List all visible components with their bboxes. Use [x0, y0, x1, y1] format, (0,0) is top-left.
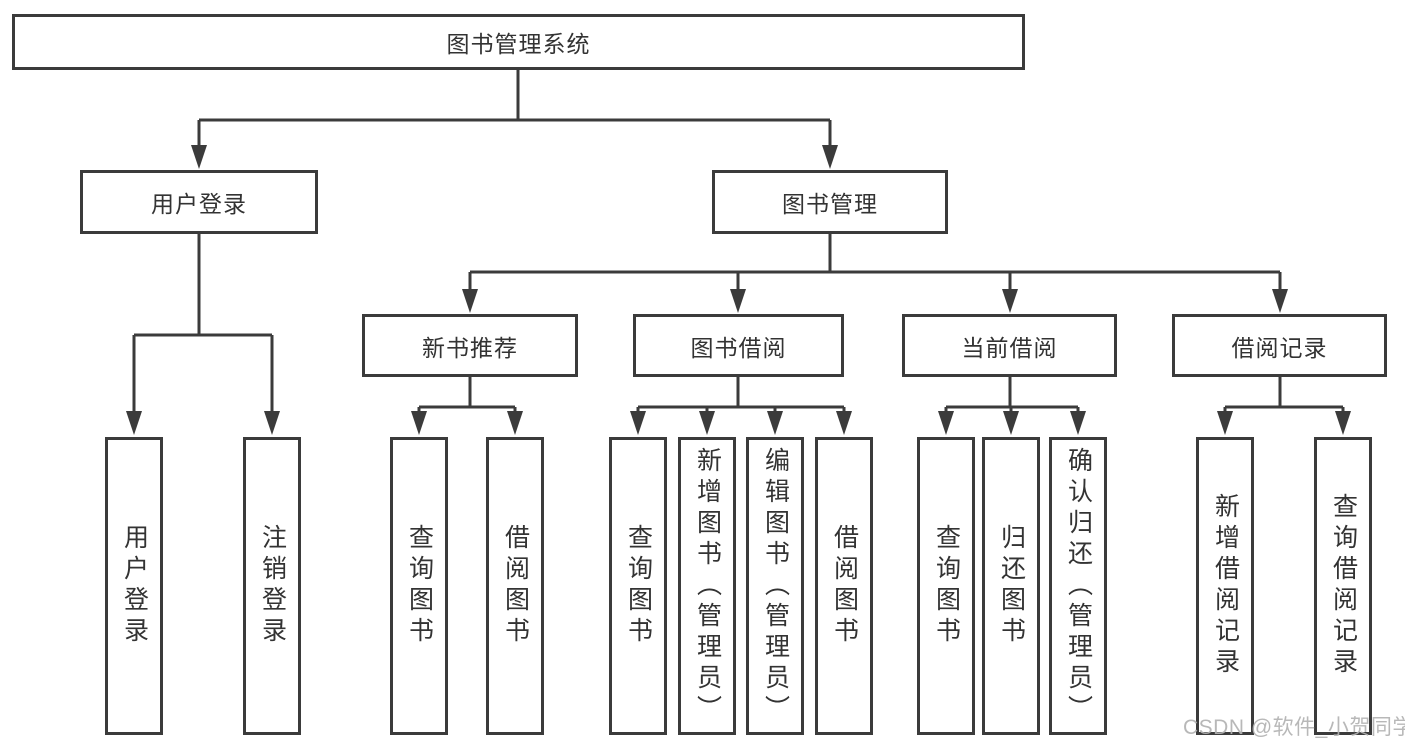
arrow-down-icon: [1217, 411, 1233, 435]
watermark: CSDN @软件_小贺同学: [1183, 716, 1405, 739]
connector-current-borrow: [938, 377, 1086, 435]
node-label: 用户登录: [151, 191, 247, 217]
node-leaf-logout-login: 注销登录: [243, 437, 301, 735]
node-book-management: 图书管理: [712, 170, 948, 234]
connector-root: [191, 70, 838, 169]
node-new-book-recommend: 新书推荐: [362, 314, 578, 377]
node-user-login: 用户登录: [80, 170, 318, 234]
arrow-down-icon: [264, 411, 280, 435]
node-root: 图书管理系统: [12, 14, 1025, 70]
node-label: 归还图书: [997, 524, 1026, 648]
arrow-down-icon: [462, 289, 478, 313]
arrow-down-icon: [1335, 411, 1351, 435]
arrow-down-icon: [630, 411, 646, 435]
node-label: 查询图书: [405, 524, 434, 648]
node-label: 编辑图书（管理员）: [761, 446, 790, 726]
arrow-down-icon: [699, 411, 715, 435]
node-label: 借阅图书: [501, 524, 530, 648]
node-label: 确认归还（管理员）: [1064, 446, 1093, 726]
node-leaf-query-borrow-record: 查询借阅记录: [1314, 437, 1372, 735]
connector-book-borrow: [630, 377, 852, 435]
arrow-down-icon: [938, 411, 954, 435]
node-label: 图书管理系统: [446, 31, 591, 57]
node-label: 图书管理: [782, 191, 878, 217]
node-label: 图书借阅: [690, 334, 787, 361]
node-label: 新书推荐: [422, 334, 518, 361]
node-label: 用户登录: [120, 524, 149, 648]
connector-borrow-records: [1217, 377, 1351, 435]
arrow-down-icon: [191, 145, 207, 169]
node-label: 借阅记录: [1231, 334, 1328, 361]
node-leaf-user-login: 用户登录: [105, 437, 163, 735]
arrow-down-icon: [126, 411, 142, 435]
node-label: 新增图书（管理员）: [693, 446, 722, 726]
node-leaf-add-book-admin: 新增图书（管理员）: [678, 437, 736, 735]
connector-user-login: [126, 234, 280, 435]
arrow-down-icon: [1272, 289, 1288, 313]
node-label: 查询图书: [932, 524, 961, 648]
arrow-down-icon: [836, 411, 852, 435]
node-book-borrow: 图书借阅: [633, 314, 844, 377]
node-label: 注销登录: [258, 524, 287, 648]
node-current-borrow: 当前借阅: [902, 314, 1117, 377]
node-label: 查询借阅记录: [1329, 493, 1358, 679]
node-leaf-query-books-current: 查询图书: [917, 437, 975, 735]
arrow-down-icon: [1070, 411, 1086, 435]
connector-book-management: [462, 234, 1288, 313]
node-leaf-borrow-books-recommend: 借阅图书: [486, 437, 544, 735]
node-leaf-query-books-borrow: 查询图书: [609, 437, 667, 735]
node-label: 当前借阅: [961, 334, 1058, 361]
node-leaf-add-borrow-record: 新增借阅记录: [1196, 437, 1254, 735]
connector-new-book-recommend: [411, 377, 523, 435]
node-label: 新增借阅记录: [1211, 493, 1240, 679]
arrow-down-icon: [507, 411, 523, 435]
node-leaf-confirm-return-admin: 确认归还（管理员）: [1049, 437, 1107, 735]
node-label: 查询图书: [624, 524, 653, 648]
node-leaf-borrow-books: 借阅图书: [815, 437, 873, 735]
arrow-down-icon: [1002, 289, 1018, 313]
node-leaf-query-books-recommend: 查询图书: [390, 437, 448, 735]
arrow-down-icon: [411, 411, 427, 435]
node-label: 借阅图书: [830, 524, 859, 648]
arrow-down-icon: [822, 145, 838, 169]
arrow-down-icon: [767, 411, 783, 435]
arrow-down-icon: [1003, 411, 1019, 435]
node-leaf-return-book: 归还图书: [982, 437, 1040, 735]
node-borrow-records: 借阅记录: [1172, 314, 1387, 377]
node-leaf-edit-book-admin: 编辑图书（管理员）: [746, 437, 804, 735]
arrow-down-icon: [730, 289, 746, 313]
